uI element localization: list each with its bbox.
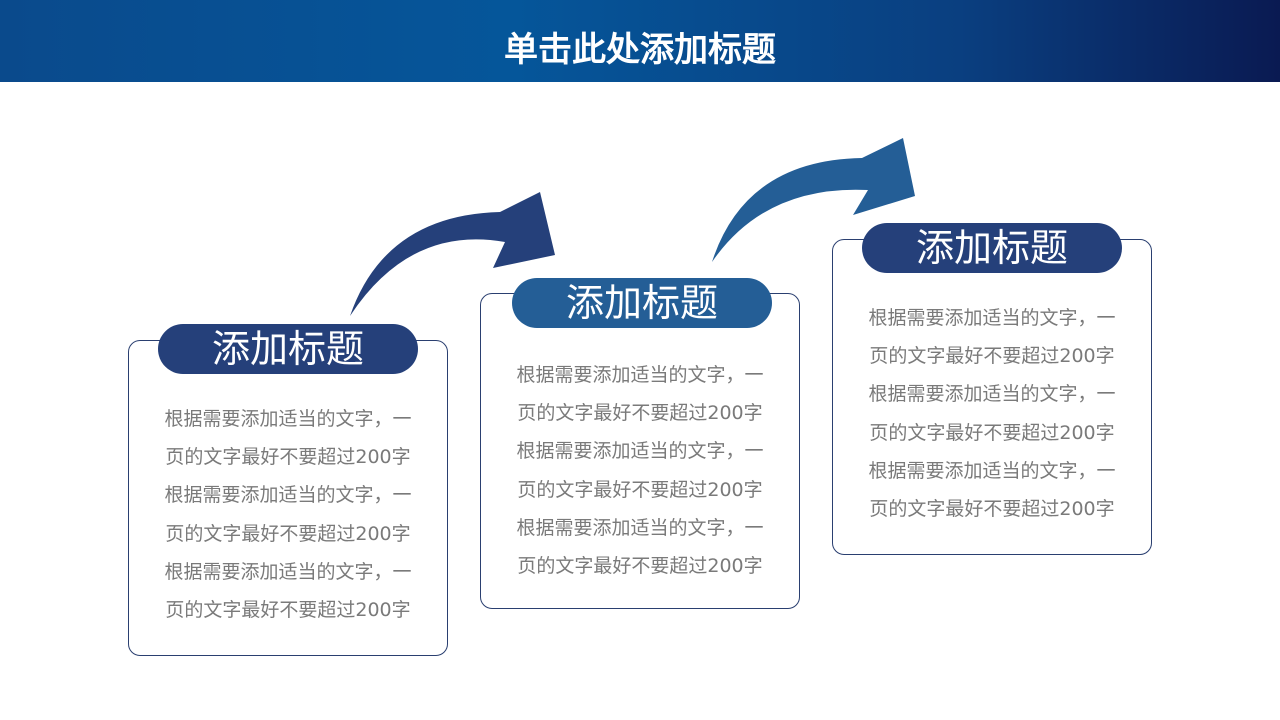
card-2-body[interactable]: 根据需要添加适当的文字，一 页的文字最好不要超过200字 根据需要添加适当的文字… xyxy=(480,356,800,585)
text-line: 页的文字最好不要超过200字 xyxy=(869,421,1115,444)
text-line: 页的文字最好不要超过200字 xyxy=(165,522,411,545)
title-bar xyxy=(0,0,1280,82)
text-line: 页的文字最好不要超过200字 xyxy=(517,478,763,501)
text-line: 根据需要添加适当的文字，一 xyxy=(868,307,1116,329)
text-line: 页的文字最好不要超过200字 xyxy=(517,555,763,578)
card-1-title[interactable]: 添加标题 xyxy=(158,324,418,374)
text-line: 页的文字最好不要超过200字 xyxy=(517,402,763,425)
text-line: 页的文字最好不要超过200字 xyxy=(165,599,411,622)
curved-arrow-2-icon xyxy=(712,138,915,262)
curved-arrow-1-icon xyxy=(350,192,555,316)
card-3 xyxy=(832,239,1152,555)
card-2 xyxy=(480,293,800,609)
text-line: 根据需要添加适当的文字，一 xyxy=(868,459,1116,482)
card-2-title[interactable]: 添加标题 xyxy=(512,278,772,328)
card-1 xyxy=(128,340,448,656)
text-line: 根据需要添加适当的文字，一 xyxy=(164,484,412,507)
card-3-body[interactable]: 根据需要添加适当的文字，一 页的文字最好不要超过200字 根据需要添加适当的文字… xyxy=(832,299,1152,528)
text-line: 页的文字最好不要超过200字 xyxy=(869,498,1115,521)
text-line: 页的文字最好不要超过200字 xyxy=(869,345,1115,368)
text-line: 根据需要添加适当的文字，一 xyxy=(164,408,412,430)
text-line: 根据需要添加适当的文字，一 xyxy=(516,440,764,463)
text-line: 根据需要添加适当的文字，一 xyxy=(516,516,764,539)
text-line: 根据需要添加适当的文字，一 xyxy=(164,560,412,583)
text-line: 根据需要添加适当的文字，一 xyxy=(516,364,764,386)
card-1-body[interactable]: 根据需要添加适当的文字，一 页的文字最好不要超过200字 根据需要添加适当的文字… xyxy=(128,400,448,629)
text-line: 根据需要添加适当的文字，一 xyxy=(868,383,1116,406)
text-line: 页的文字最好不要超过200字 xyxy=(165,446,411,469)
slide-title[interactable]: 单击此处添加标题 xyxy=(504,30,776,70)
card-3-title[interactable]: 添加标题 xyxy=(862,223,1122,273)
